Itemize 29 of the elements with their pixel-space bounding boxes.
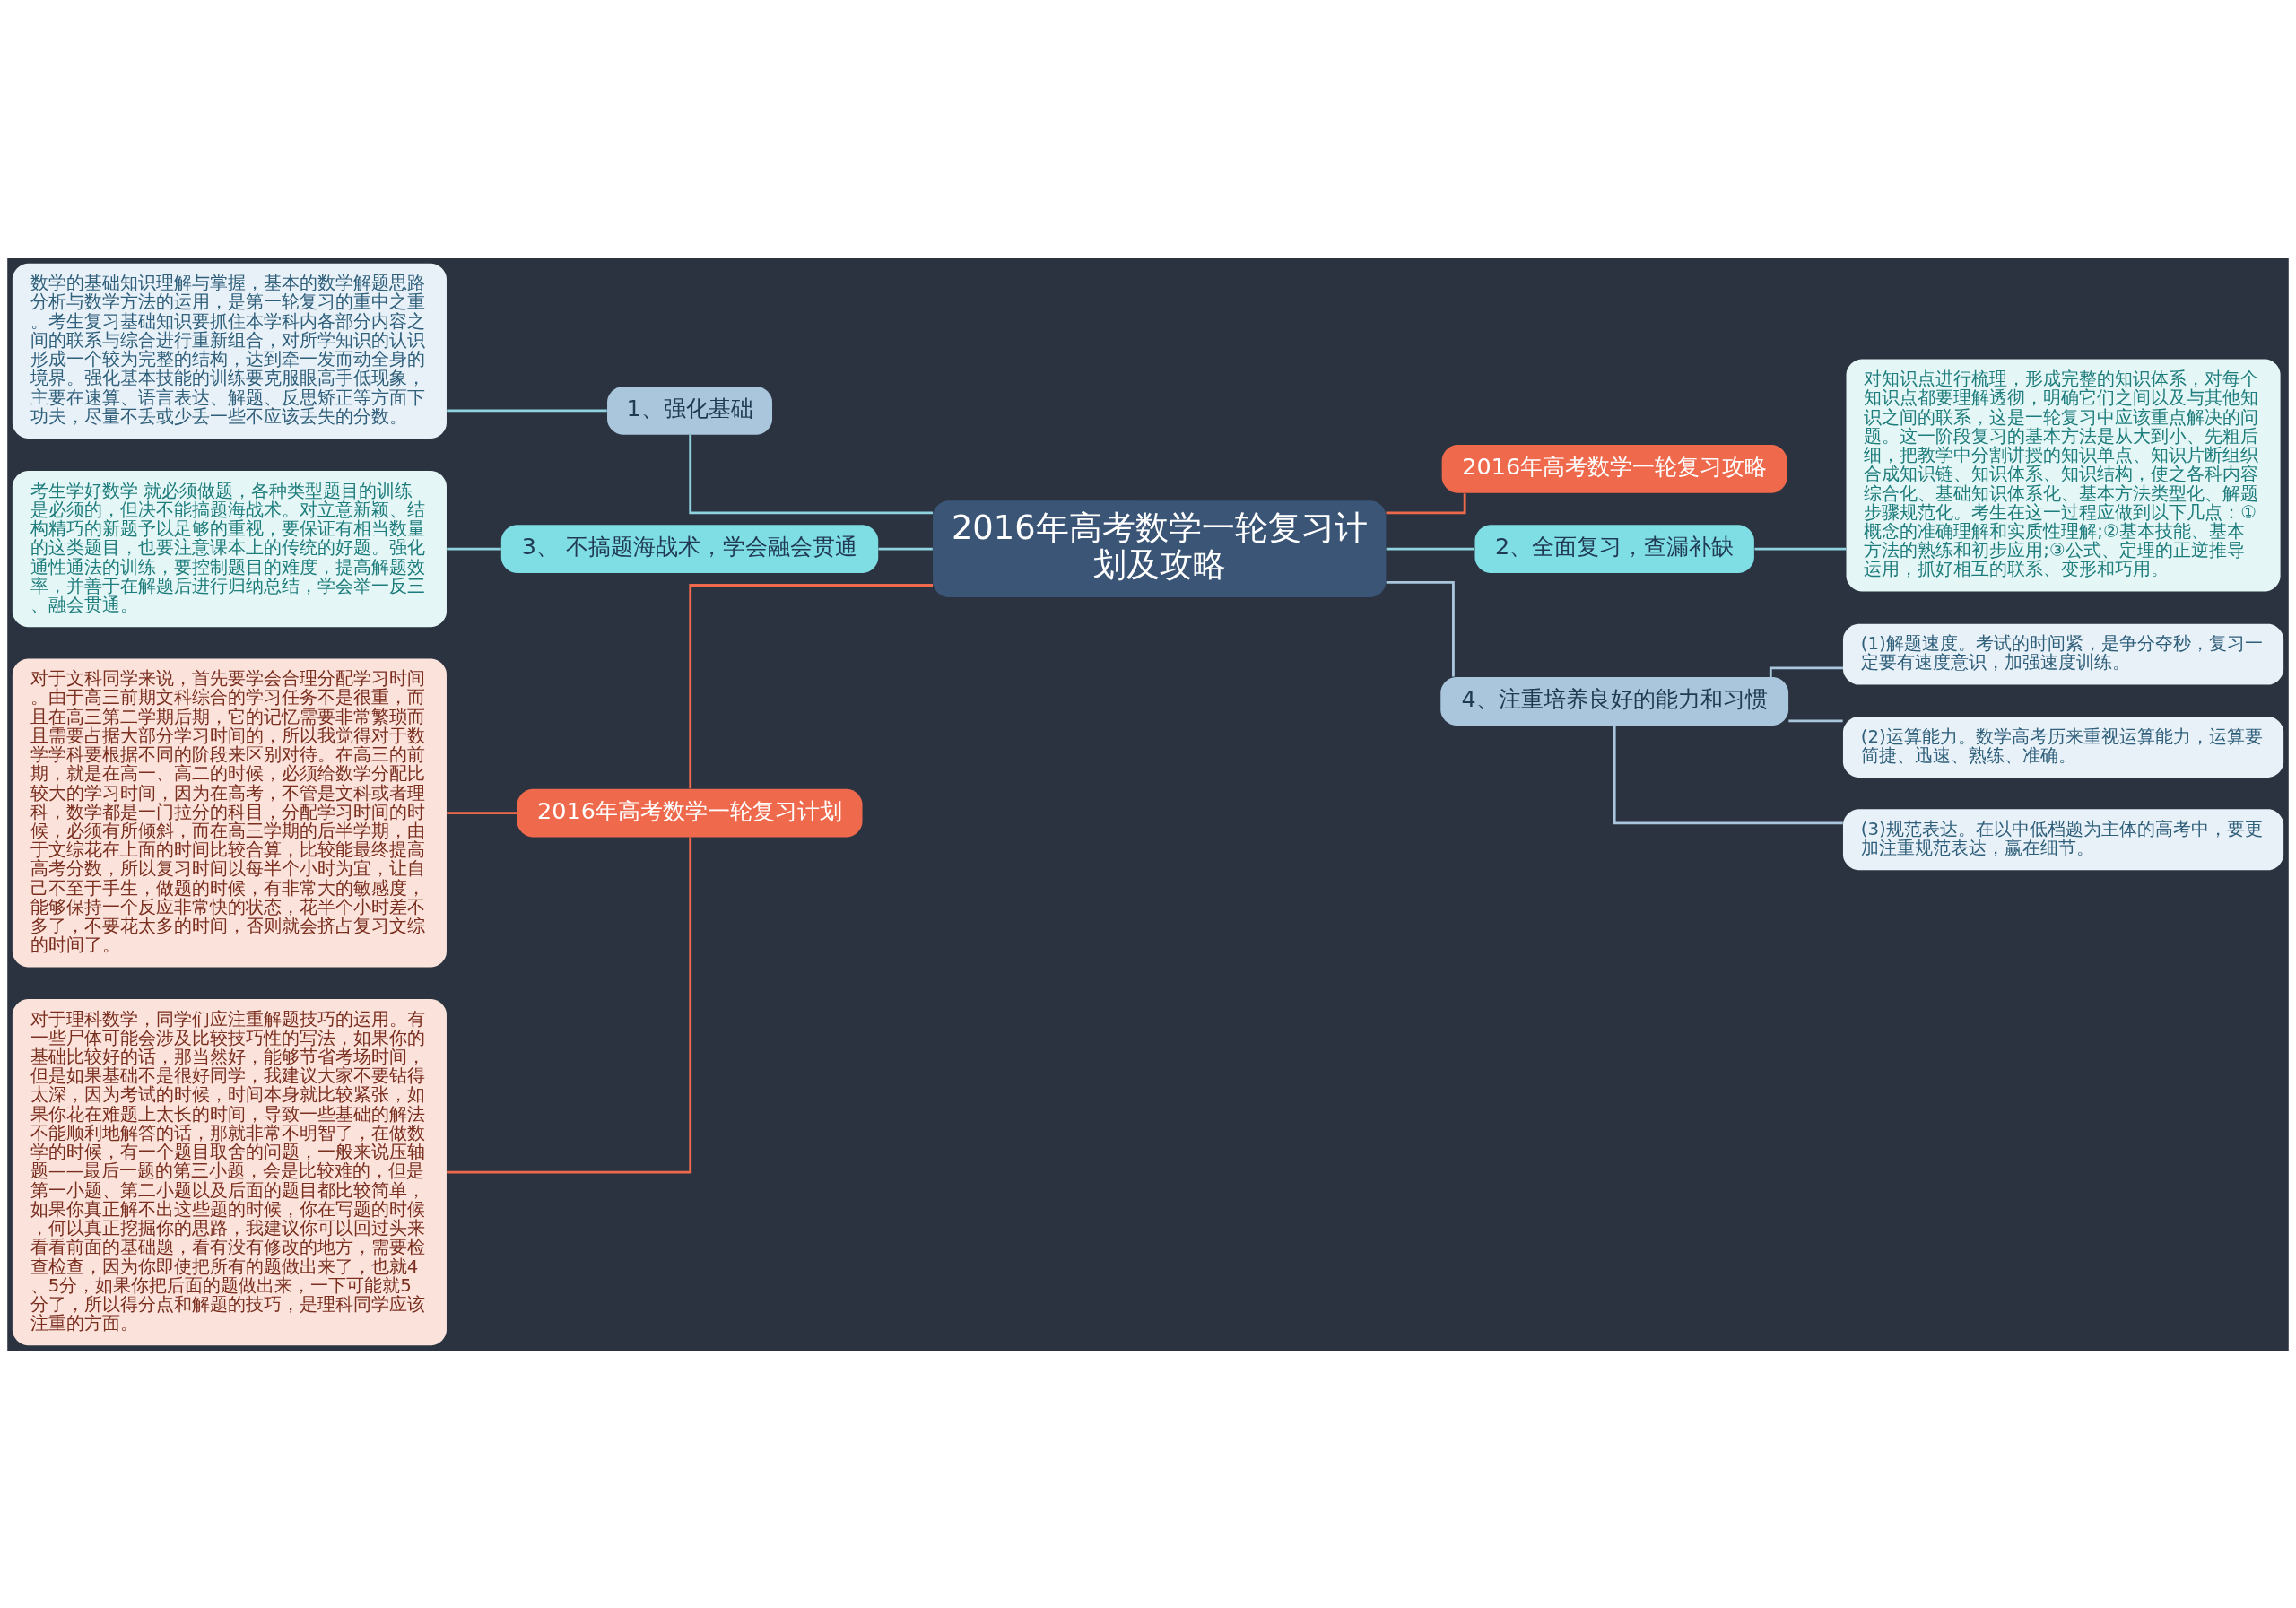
connector: [1769, 665, 1843, 677]
connector: [447, 408, 607, 412]
connector: [1613, 726, 1843, 824]
node-box: 2016年高考数学一轮复习攻略: [1441, 444, 1787, 493]
connector: [689, 434, 934, 514]
connector: [447, 811, 517, 814]
node-box: 1、强化基础: [607, 386, 772, 435]
connector: [878, 547, 933, 551]
node-box: (1)解题速度。考试的时间紧，是争分夺秒，复习一定要有速度意识，加强速度训练。: [1842, 623, 2284, 685]
node-box: 对于文科同学来说，首先要学会合理分配学习时间。由于高三前期文科综合的学习任务不是很重，而且在高三第二学期后期，它的记忆需要非常繁琐而且需要占据大部分学习时间的，所以我觉得对于数学学科要根据不同的阶段来区别对待。在高三的前期，就是在高一、高二的时候，必须给数学分配比较大的学习时间，因为在高考，不管是文科或者理科，数学都是一门拉分的科目，分配学习时间的时候，必须有所倾斜，而在高三学期的后半学期，由于文综花在上面的时间比较合算，比较能最终提高高考分数，所以复习时间以每半个小时为宜，让自己不至于手生，做题的时候，有非常大的敏感度，能够保持一个反应非常快的状态，花半个小时差不多了，不要花太多的时间，否则就会挤占复习文综的时间了。: [12, 658, 447, 968]
connector: [447, 547, 501, 551]
node-box: 考生学好数学 就必须做题，各种类型题目的训练是必须的，但决不能搞题海战术。对立意新颖、结构精巧的新题予以足够的重视，要保证有相当数量的这类题目，也要注意课本上的传统的好题。强化通性通法的训练，要控制题目的难度，提高解题效率，并善于在解题后进行归纳总结，学会举一反三、融会贯通。: [12, 470, 447, 627]
connector: [1386, 547, 1474, 551]
node-box: 对知识点进行梳理，形成完整的知识体系，对每个知识点都要理解透彻，明确它们之间以及与其他知识之间的联系，这是一轮复习中应该重点解决的问题。这一阶段复习的基本方法是从大到小、先粗后细，把教学中分割讲授的知识单点、知识片断组织合成知识链、知识体系、知识结构，使之各科内容综合化、基础知识体系化、基本方法类型化、解题步骤规范化。考生在这一过程应做到以下几点：①概念的准确理解和实质性理解;②基本技能、基本方法的熟练和初步应用;③公式、定理的正逆推导运用，抓好相互的联系、变形和巧用。: [1846, 359, 2281, 592]
node-box: (2)运算能力。数学高考历来重视运算能力，运算要简捷、迅速、熟练、准确。: [1842, 716, 2284, 778]
connector: [1754, 547, 1847, 551]
node-box: 4、注重培养良好的能力和习惯: [1440, 676, 1789, 726]
connector: [447, 836, 692, 1174]
node-box: 2016年高考数学一轮复习计划: [517, 788, 863, 837]
connector: [1386, 580, 1455, 676]
node-box: 2016年高考数学一轮复习计划及攻略: [933, 500, 1387, 597]
node-box: 对于理科数学，同学们应注重解题技巧的运用。有一些尸体可能会涉及比较技巧性的写法，如果你的基础比较好的话，那当然好，能够节省考场时间，但是如果基础不是很好同学，我建议大家不要钻得太深，因为考试的时候，时间本身就比较紧张，如果你花在难题上太长的时间，导致一些基础的解法不能顺利地解答的话，那就非常不明智了，在做数学的时候，有一个题目取舍的问题，一般来说压轴题——最后一题的第三小题，会是比较难的，但是第一小题、第二小题以及后面的题目都比较简单，如果你真正解不出这些题的时候，你在写题的时候，何以真正挖掘你的思路，我建议你可以回过头来看看前面的基础题，看有没有修改的地方，需要检查检查，因为你即使把所有的题做出来了，也就4、5分，如果你把后面的题做出来，一下可能就5分了，所以得分点和解题的技巧，是理科同学应该注重的方面。: [12, 998, 447, 1345]
node-box: 3、 不搞题海战术，学会融会贯通: [500, 524, 879, 573]
connector: [689, 583, 934, 788]
connector: [1788, 719, 1843, 722]
connector: [1386, 492, 1466, 514]
node-box: 2、全面复习，查漏补缺: [1474, 524, 1754, 573]
node-box: 数学的基础知识理解与掌握，基本的数学解题思路分析与数学方法的运用，是第一轮复习的重中之重。考生复习基础知识要抓住本学科内各部分内容之间的联系与综合进行重新组合，对所学知识的认识形成一个较为完整的结构，达到牵一发而动全身的境界。强化基本技能的训练要克服眼高手低现象，主要在速算、语言表达、解题、反思矫正等方面下功夫，尽量不丢或少丢一些不应该丢失的分数。: [12, 263, 447, 439]
node-box: (3)规范表达。在以中低档题为主体的高考中，要更加注重规范表达，赢在细节。: [1842, 808, 2284, 870]
